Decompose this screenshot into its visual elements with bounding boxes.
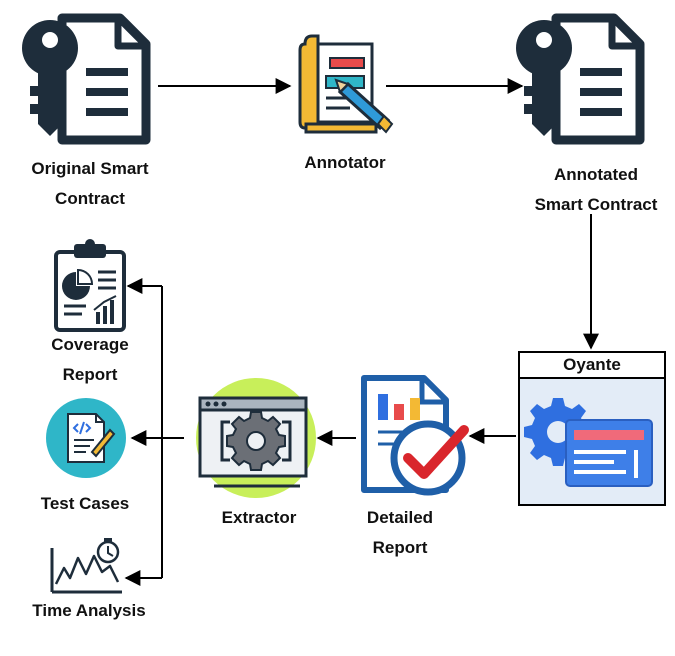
annotated-contract-key-icon <box>516 13 645 145</box>
detailed-report-label-line2: Report <box>372 538 428 557</box>
annotated-contract-label-line1: Annotated <box>553 165 639 184</box>
coverage-clipboard-icon <box>54 239 126 332</box>
annotated-contract-label-line2: Smart Contract <box>534 195 658 214</box>
original-contract-label-line1: Original Smart <box>31 159 149 178</box>
original-contract-label: Original Smart Contract <box>10 154 170 214</box>
gear-window-icon <box>524 398 653 487</box>
detailed-report-icon <box>361 375 469 496</box>
test-cases-label-text: Test Cases <box>40 494 130 513</box>
extractor-label: Extractor <box>200 503 318 533</box>
oyante-title: Oyante <box>563 355 621 374</box>
detailed-report-label: Detailed Report <box>340 503 460 563</box>
coverage-report-label-line2: Report <box>62 365 118 384</box>
annotator-label-text: Annotator <box>304 153 386 172</box>
test-cases-label: Test Cases <box>20 489 150 519</box>
coverage-report-label-line1: Coverage <box>51 335 129 354</box>
extractor-label-text: Extractor <box>221 508 297 527</box>
contract-key-icon <box>22 13 151 145</box>
time-analysis-label: Time Analysis <box>14 596 164 626</box>
detailed-report-label-line1: Detailed <box>366 508 434 527</box>
annotated-contract-label: Annotated Smart Contract <box>518 160 674 220</box>
time-analysis-label-text: Time Analysis <box>32 601 146 620</box>
test-cases-icon <box>46 398 126 478</box>
original-contract-label-line2: Contract <box>55 189 125 208</box>
annotator-icon <box>298 34 394 134</box>
time-analysis-icon <box>50 538 122 594</box>
annotator-label: Annotator <box>280 148 410 178</box>
coverage-report-label: Coverage Report <box>30 330 150 390</box>
extractor-icon <box>196 378 316 498</box>
